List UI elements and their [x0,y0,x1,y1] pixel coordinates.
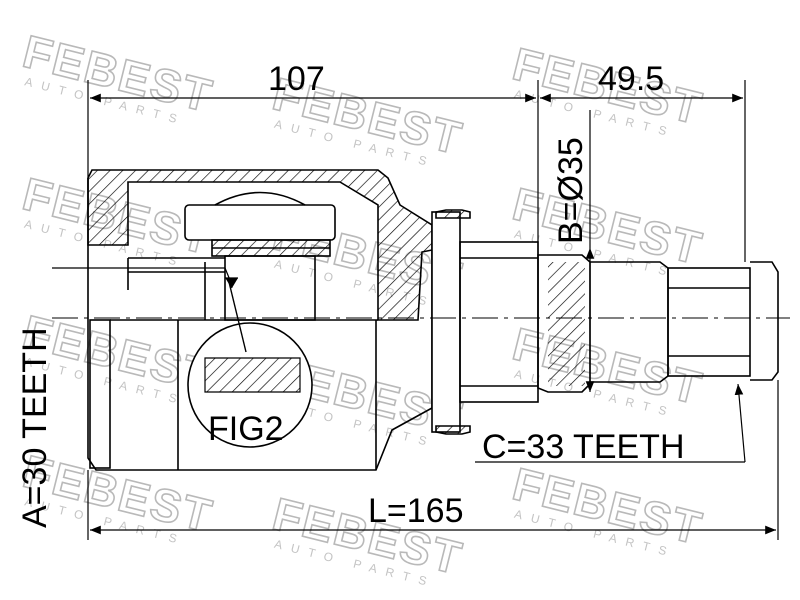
housing-left-ring [89,319,111,469]
dim-inner-teeth-label: A=30 TEETH [16,327,54,528]
fig2-detail: FIG2 [187,277,313,448]
watermark-layer: FEBEST AUTO PARTS FEBEST AUTO PARTS FEBE… [17,24,709,590]
housing-section-hatch [87,169,433,321]
dim-outer-teeth [475,383,746,463]
part-outline [87,169,779,471]
dim-shaft-length [540,80,746,262]
roller-dome [214,191,306,206]
dim-body-length-label: 107 [268,60,325,98]
fig2-label: FIG2 [208,410,284,448]
dim-inner-teeth [52,267,238,289]
neck-flange [431,211,461,433]
dim-total-length-label: L=165 [368,492,464,530]
spline-hatch [548,262,585,386]
spider-roller [184,204,336,241]
dim-outer-teeth-label: C=33 TEETH [482,428,685,466]
dim-body-length [87,80,539,255]
dim-total-length [87,380,779,540]
dim-shaft-length-label: 49.5 [598,60,664,98]
shaft-tip [667,267,751,377]
flange-bottom [435,425,471,435]
shaft-end-cap [750,261,779,381]
dim-shaft-diameter-label: B=Ø35 [552,137,590,244]
inner-race [224,255,316,321]
flange-top [435,209,471,219]
